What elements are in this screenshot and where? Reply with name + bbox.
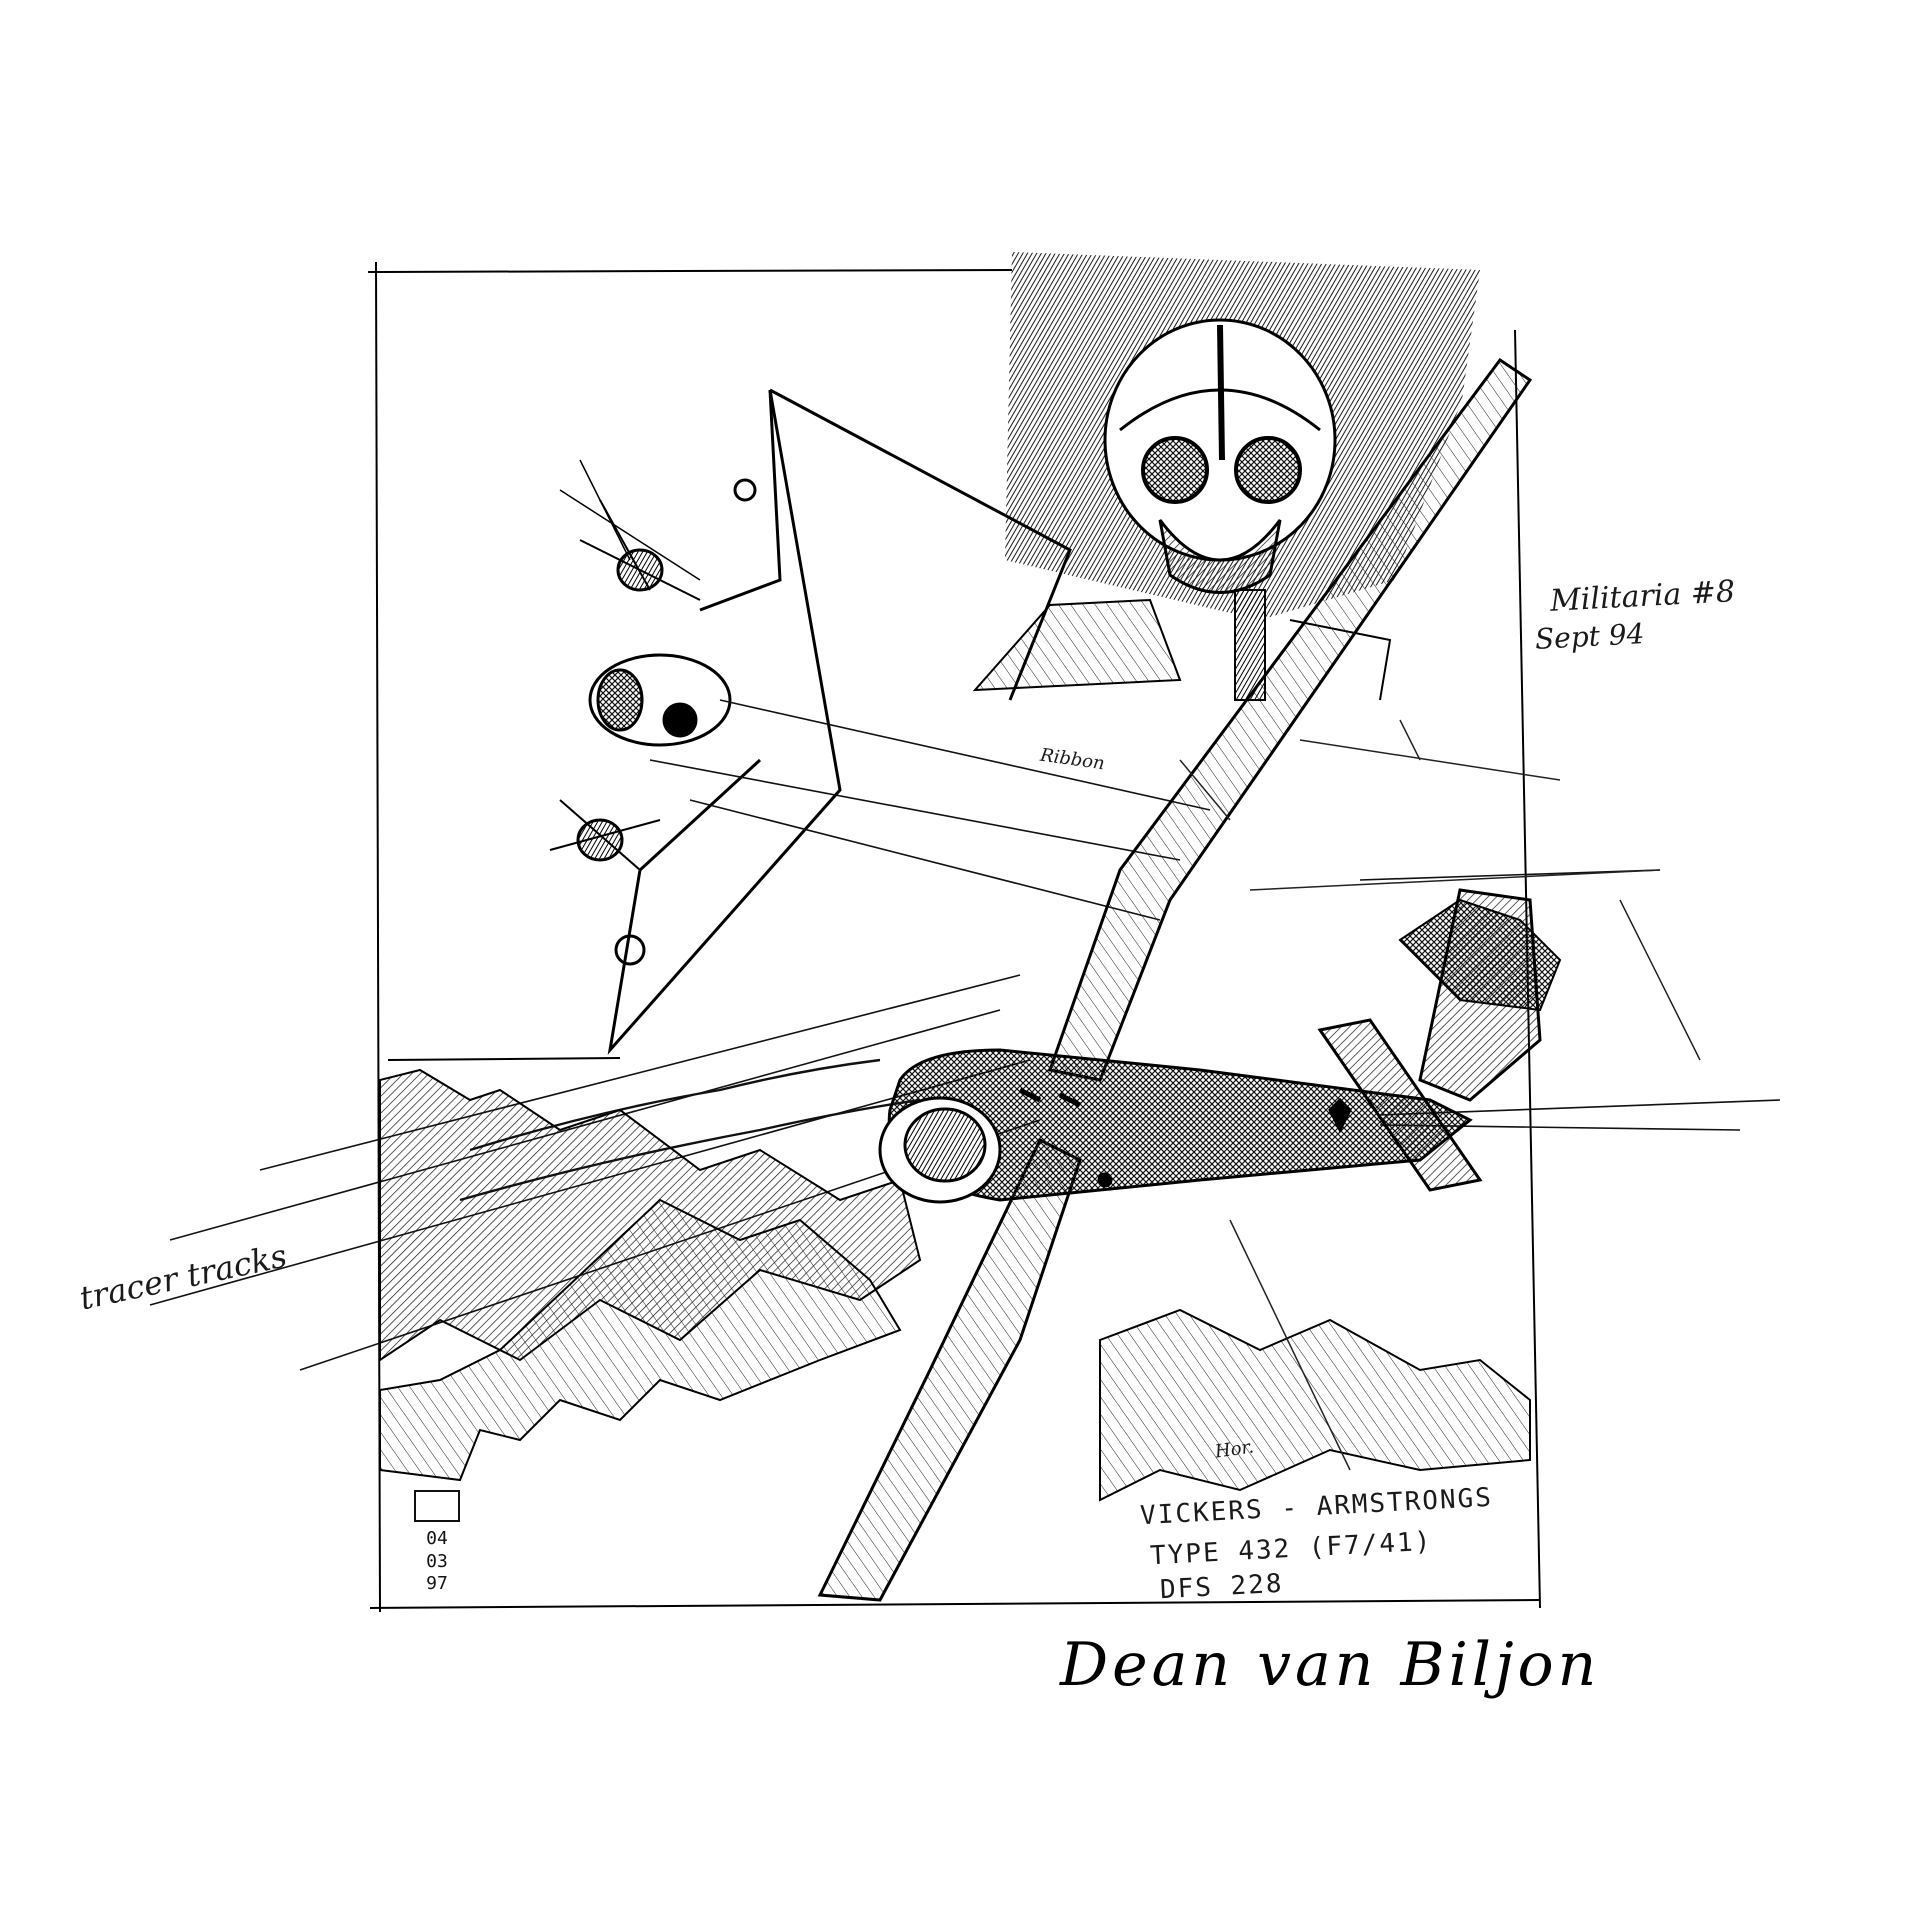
foreground-jet xyxy=(817,357,1542,1602)
artist-signature: Dean van Biljon xyxy=(1060,1630,1601,1700)
distant-aircraft xyxy=(549,388,1072,1055)
stamp-box-icon xyxy=(414,1490,460,1522)
stamp-year: 97 xyxy=(426,1573,448,1594)
stamp-day: 04 xyxy=(426,1528,448,1549)
note-date: Sept 94 xyxy=(1534,617,1646,656)
sketch-strokes xyxy=(1179,719,1701,1471)
date-stamp: 04 03 97 xyxy=(408,1490,466,1596)
stamp-month: 03 xyxy=(426,1550,448,1572)
pilot-portrait xyxy=(972,252,1480,701)
